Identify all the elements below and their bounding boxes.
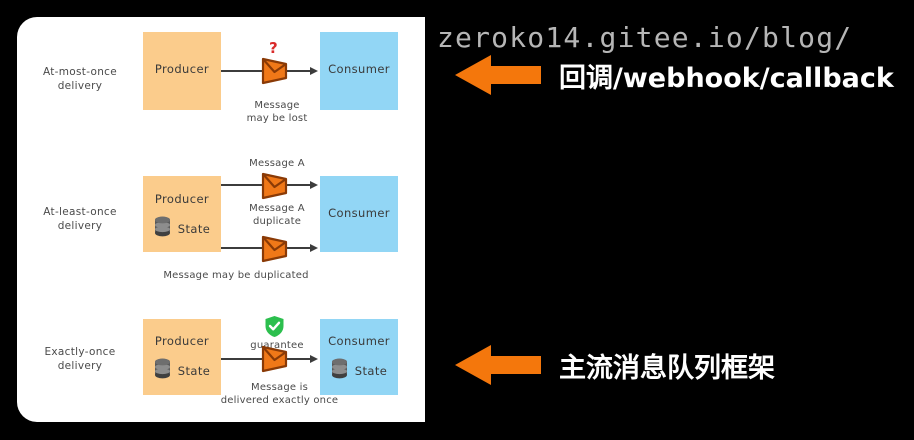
blog-url-text: zeroko14.gitee.io/blog/ (437, 21, 853, 54)
producer-state-label: State (177, 221, 211, 236)
row-side-label: At-least-once delivery (43, 206, 117, 232)
diagram-row-at-most-once: At-most-once delivery Producer Consumer … (17, 17, 425, 147)
row-mid-label: guarantee (250, 340, 304, 351)
arrow-shaft (489, 356, 541, 374)
row-side-label: Exactly-once delivery (44, 346, 116, 372)
producer-state: State (143, 216, 221, 241)
database-icon (154, 216, 171, 241)
producer-title: Producer (154, 62, 210, 76)
message-arrow-head (310, 66, 318, 75)
consumer-state: State (320, 358, 398, 383)
row-mid-label: Message A duplicate (249, 203, 305, 227)
row-caption: Message is delivered exactly once (220, 382, 339, 406)
envelope-icon (260, 172, 289, 204)
producer-node: Producer State (143, 319, 221, 395)
message-arrow-head (310, 180, 318, 189)
consumer-title: Consumer (328, 334, 390, 348)
producer-state-label: State (177, 363, 211, 378)
left-arrow-icon (455, 345, 541, 385)
envelope-icon (260, 345, 289, 377)
database-icon (154, 358, 171, 383)
database-icon (331, 358, 348, 383)
delivery-semantics-diagram: At-most-once delivery Producer Consumer … (17, 17, 425, 422)
annotation-label: 回调/webhook/callback (559, 62, 894, 94)
diagram-row-at-least-once: At-least-once delivery Producer (17, 147, 425, 297)
arrow-head (455, 345, 491, 385)
left-arrow-icon (455, 55, 541, 95)
producer-state: State (143, 358, 221, 383)
consumer-node: Consumer (320, 176, 398, 252)
producer-node: Producer (143, 32, 221, 110)
row-top-label: Message A (249, 158, 305, 169)
producer-node: Producer State (143, 176, 221, 252)
message-arrow-head (310, 354, 318, 363)
diagram-row-exactly-once: Exactly-once delivery Producer (17, 297, 425, 422)
row-side-label: At-most-once delivery (42, 66, 118, 92)
annotation-label: 主流消息队列框架 (559, 352, 775, 384)
annotation-callback: 回调/webhook/callback (455, 55, 894, 95)
row-caption: Message may be duplicated (163, 270, 309, 281)
consumer-title: Consumer (328, 206, 390, 220)
arrow-head (455, 55, 491, 95)
consumer-node: Consumer State (320, 319, 398, 395)
producer-title: Producer (154, 334, 210, 348)
producer-title: Producer (154, 192, 210, 206)
question-mark-icon: ? (269, 39, 278, 57)
duplicate-arrow-head (310, 243, 318, 252)
consumer-title: Consumer (328, 62, 390, 76)
annotation-mq-frameworks: 主流消息队列框架 (455, 345, 775, 385)
arrow-shaft (489, 66, 541, 84)
shield-check-icon (264, 315, 285, 342)
consumer-node: Consumer (320, 32, 398, 110)
row-caption: Message may be lost (246, 100, 308, 124)
consumer-state-label: State (354, 363, 388, 378)
envelope-icon (260, 235, 289, 267)
envelope-icon (260, 57, 289, 89)
